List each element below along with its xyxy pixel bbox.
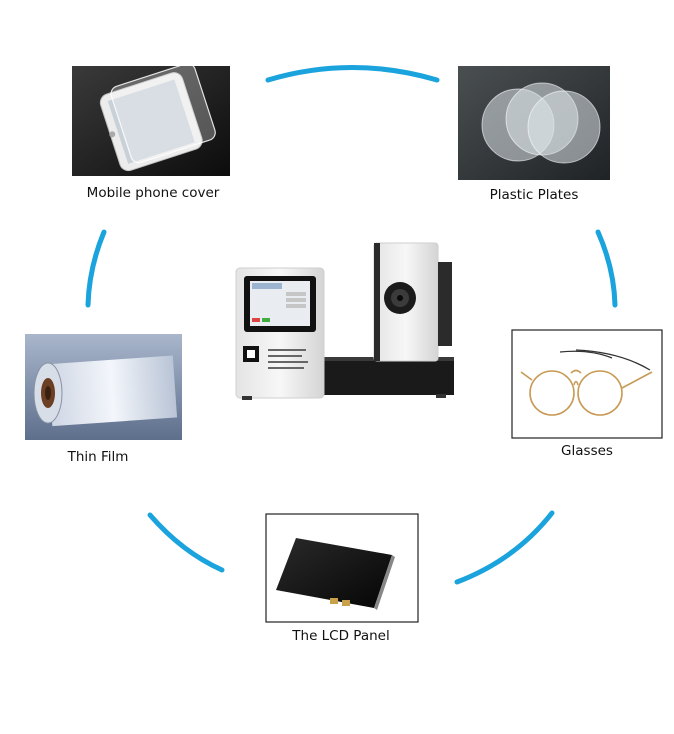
- device-rail: [322, 357, 454, 395]
- phone-screen-protector-photo: [72, 63, 230, 176]
- connector-arcs: [85, 65, 618, 585]
- lcd-panel-photo: [265, 513, 419, 623]
- arc-lower-right: [454, 510, 555, 585]
- label-thin-film: Thin Film: [67, 449, 129, 465]
- label-plastic-plates: Plastic Plates: [490, 187, 579, 203]
- eyeglasses-photo: [511, 329, 663, 439]
- plastic-discs-photo: [458, 66, 610, 180]
- haze-meter-device: [235, 242, 454, 400]
- arc-upper-right: [595, 229, 618, 308]
- arc-lower-left: [147, 512, 225, 573]
- label-lcd-panel: The LCD Panel: [291, 628, 389, 644]
- device-spec-lines: [268, 349, 308, 369]
- label-glasses: Glasses: [561, 443, 613, 459]
- arc-upper-left: [85, 229, 107, 308]
- label-mobile-phone-cover: Mobile phone cover: [87, 185, 220, 201]
- film-roll-photo: [25, 334, 182, 440]
- arc-top: [265, 65, 440, 83]
